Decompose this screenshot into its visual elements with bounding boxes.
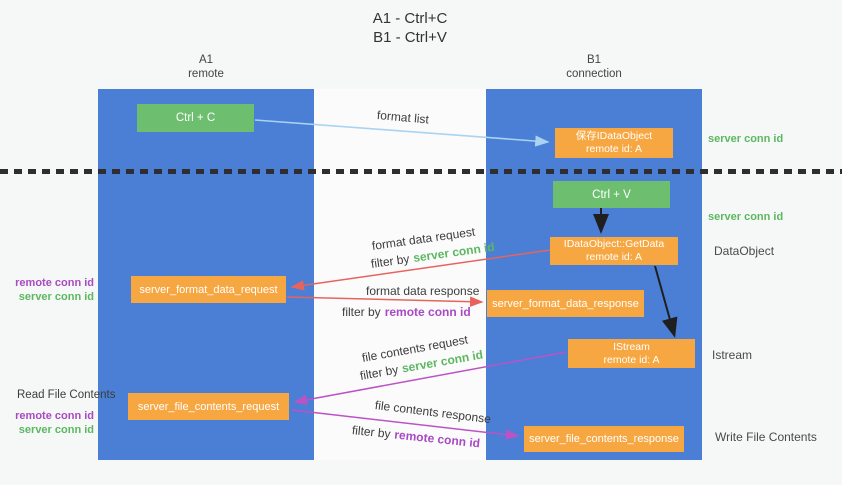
- remote-conn-id-annotation-format: remote conn id: [15, 277, 94, 289]
- ctrl-c-box: Ctrl + C: [137, 104, 254, 132]
- server-file-contents-request-box: server_file_contents_request: [128, 393, 289, 420]
- server-file-contents-request-label: server_file_contents_request: [137, 400, 280, 413]
- ctrl-c-label: Ctrl + C: [175, 112, 216, 124]
- divider-dashed-line: [0, 169, 842, 174]
- server-format-data-request-label: server_format_data_request: [139, 283, 278, 296]
- server-file-contents-response-box: server_file_contents_response: [524, 426, 684, 452]
- getdata-line1: IDataObject::GetData: [563, 238, 665, 250]
- b1-column-header: B1 connection: [486, 54, 702, 81]
- server-file-contents-response-label: server_file_contents_response: [529, 433, 679, 445]
- server-format-data-response-box: server_format_data_response: [487, 290, 644, 317]
- write-file-contents-annotation: Write File Contents: [715, 430, 817, 444]
- b1-role: connection: [566, 67, 622, 80]
- a1-name: A1: [198, 54, 214, 66]
- diagram-title: A1 - Ctrl+C B1 - Ctrl+V: [300, 9, 520, 47]
- a1-column-header: A1 remote: [98, 54, 314, 81]
- istream-annotation: Istream: [712, 348, 753, 362]
- a1-role: remote: [188, 67, 224, 80]
- remote-conn-id-annotation-file: remote conn id: [15, 410, 94, 422]
- save-idataobject-line2: remote id: A: [585, 143, 643, 155]
- format-data-response-label: format data response: [366, 284, 480, 298]
- title-line-b1: B1 - Ctrl+V: [373, 29, 447, 46]
- istream-line1: IStream: [613, 340, 650, 353]
- server-conn-id-annotation-top: server conn id: [708, 133, 784, 145]
- save-idataobject-box: 保存IDataObject remote id: A: [555, 128, 673, 158]
- server-conn-id-annotation-file: server conn id: [18, 423, 94, 436]
- save-idataobject-line1: 保存IDataObject: [575, 130, 653, 142]
- idataobject-getdata-box: IDataObject::GetData remote id: A: [550, 237, 678, 265]
- ctrl-v-box: Ctrl + V: [553, 181, 670, 208]
- format-conn-id-annotations: remote conn id server conn id: [8, 277, 94, 304]
- istream-line2: remote id: A: [603, 353, 660, 366]
- server-conn-id-annotation-format: server conn id: [18, 290, 94, 303]
- file-conn-id-annotations: remote conn id server conn id: [8, 410, 94, 437]
- b1-name: B1: [586, 54, 602, 66]
- getdata-line2: remote id: A: [585, 251, 643, 263]
- server-format-data-response-label: server_format_data_response: [492, 297, 639, 310]
- istream-box: IStream remote id: A: [568, 339, 695, 368]
- dataobject-annotation: DataObject: [714, 244, 775, 258]
- ctrl-v-label: Ctrl + V: [592, 188, 631, 201]
- title-line-a1: A1 - Ctrl+C: [372, 10, 448, 27]
- filter-by-text: filter by: [342, 305, 381, 319]
- server-format-data-request-box: server_format_data_request: [131, 276, 286, 303]
- read-file-contents-annotation: Read File Contents: [17, 389, 116, 401]
- server-conn-id-annotation-mid: server conn id: [708, 211, 784, 223]
- remote-conn-id-text: remote conn id: [384, 305, 471, 319]
